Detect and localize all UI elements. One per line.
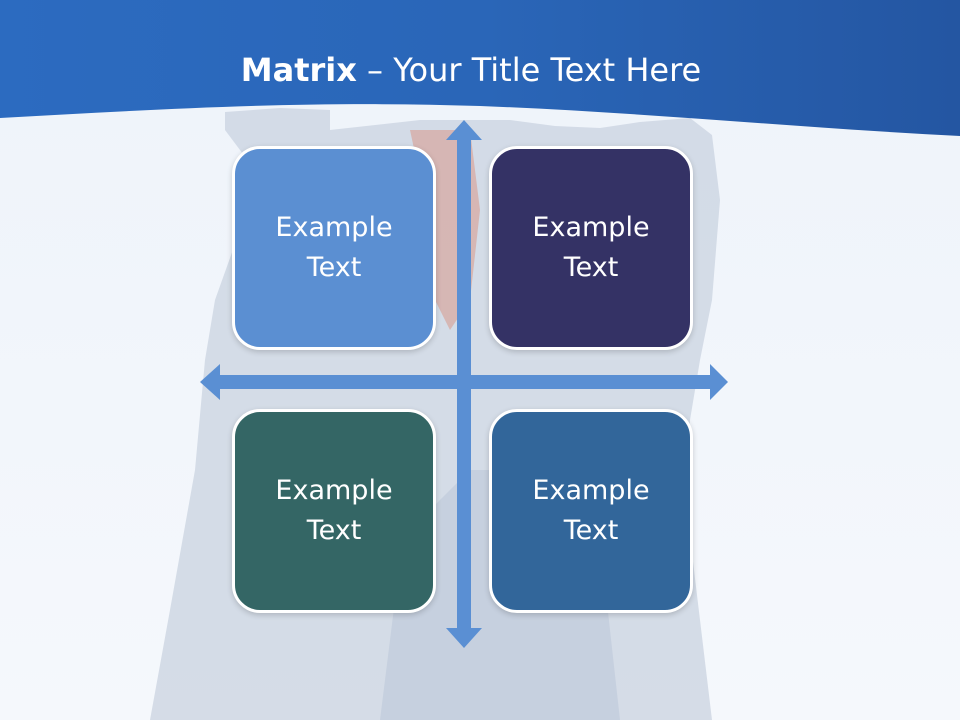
vertical-axis <box>457 138 471 628</box>
matrix-cell-top-left[interactable]: Example Text <box>232 146 436 350</box>
matrix-cell-bottom-left[interactable]: Example Text <box>232 409 436 613</box>
matrix-cell-bottom-right[interactable]: Example Text <box>489 409 693 613</box>
cell-text-line1: Example <box>532 212 650 243</box>
left-arrow-head <box>200 364 220 400</box>
cell-text-line2: Text <box>306 252 362 283</box>
cell-text-line2: Text <box>563 515 619 546</box>
cell-text-line1: Example <box>275 475 393 506</box>
cell-text-line1: Example <box>532 475 650 506</box>
title-bold: Matrix <box>240 51 357 89</box>
up-arrow-head <box>446 120 482 140</box>
cell-text-line2: Text <box>563 252 619 283</box>
page-title: Matrix – Your Title Text Here <box>0 50 942 90</box>
header-band <box>0 0 960 136</box>
right-arrow-head <box>710 364 728 400</box>
down-arrow-head <box>446 628 482 648</box>
cell-text-line2: Text <box>306 515 362 546</box>
cell-text-line1: Example <box>275 212 393 243</box>
title-rest: – Your Title Text Here <box>356 51 702 89</box>
matrix-cell-top-right[interactable]: Example Text <box>489 146 693 350</box>
